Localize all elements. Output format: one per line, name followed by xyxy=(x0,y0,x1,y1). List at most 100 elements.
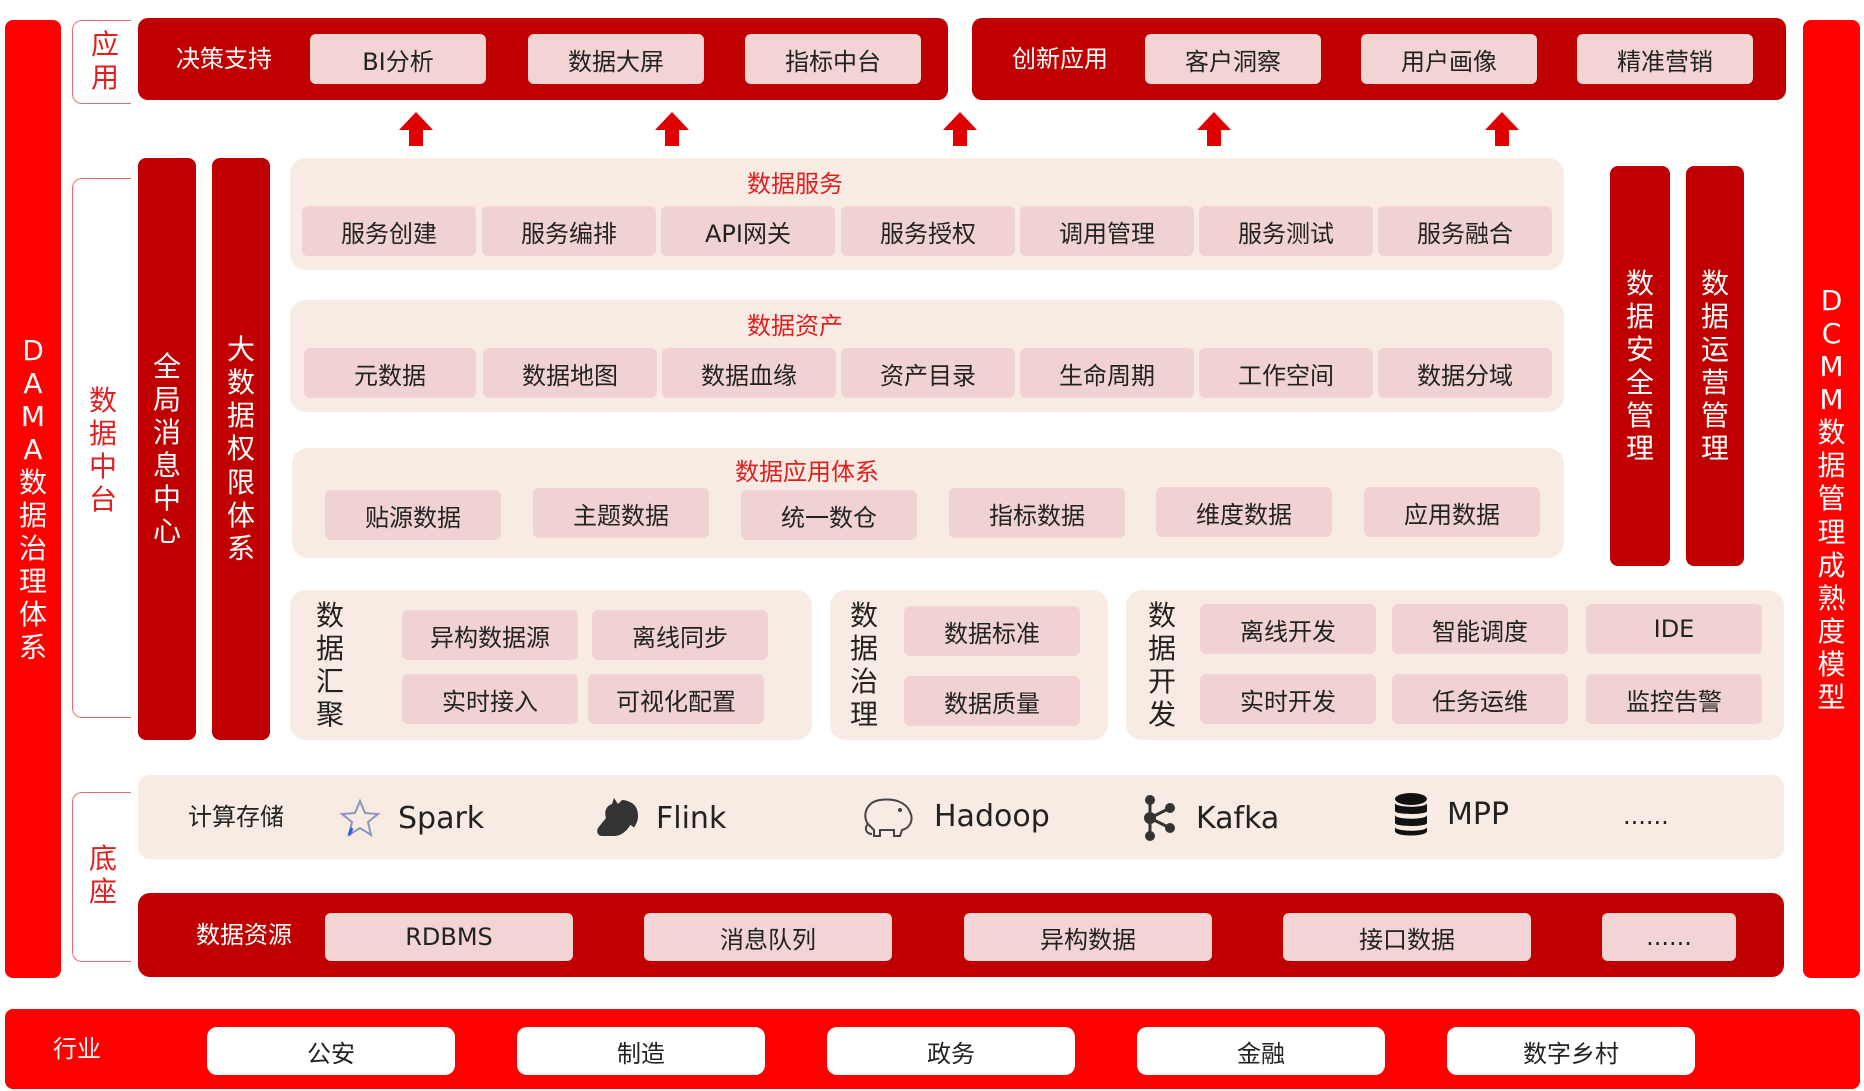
up-arrow-icon xyxy=(1197,112,1231,146)
app-side-label: 应用 xyxy=(90,27,119,94)
industry-item[interactable]: 制造 xyxy=(517,1027,765,1075)
tech-mpp: MPP xyxy=(1391,789,1509,839)
innovation-title: 创新应用 xyxy=(1012,45,1108,73)
global-message-center-pillar: 全局消息中心 xyxy=(138,158,196,740)
data-governance-title: 数据治理 xyxy=(849,598,878,732)
governance-item[interactable]: 数据标准 xyxy=(904,606,1080,656)
data-app-system-title: 数据应用体系 xyxy=(735,458,879,486)
data-security-label: 数据安全管理 xyxy=(1625,266,1654,466)
global-message-center-label: 全局消息中心 xyxy=(152,349,181,549)
asset-item[interactable]: 数据血缘 xyxy=(662,348,836,398)
aggregation-item[interactable]: 可视化配置 xyxy=(588,674,764,724)
data-security-pillar: 数据安全管理 xyxy=(1610,166,1670,566)
service-item[interactable]: 服务测试 xyxy=(1199,206,1373,256)
development-item[interactable]: IDE xyxy=(1586,604,1762,654)
service-item[interactable]: 服务创建 xyxy=(302,206,476,256)
tech-spark: Spark xyxy=(338,793,484,843)
app-item-user-profile[interactable]: 用户画像 xyxy=(1361,34,1537,84)
bigdata-permission-pillar: 大数据权限体系 xyxy=(212,158,270,740)
app-system-item[interactable]: 统一数仓 xyxy=(741,490,917,540)
resource-item[interactable]: 消息队列 xyxy=(644,913,892,961)
resource-item[interactable]: RDBMS xyxy=(325,913,573,961)
asset-item[interactable]: 生命周期 xyxy=(1020,348,1194,398)
data-resources-title: 数据资源 xyxy=(196,921,292,949)
asset-item[interactable]: 数据分域 xyxy=(1378,348,1552,398)
app-item-customer-insight[interactable]: 客户洞察 xyxy=(1145,34,1321,84)
app-item-precision-marketing[interactable]: 精准营销 xyxy=(1577,34,1753,84)
service-item[interactable]: 服务授权 xyxy=(841,206,1015,256)
aggregation-item[interactable]: 实时接入 xyxy=(402,674,578,724)
app-system-item[interactable]: 应用数据 xyxy=(1364,487,1540,537)
data-asset-panel: 数据资产 元数据 数据地图 数据血缘 资产目录 生命周期 工作空间 数据分域 xyxy=(290,300,1564,412)
industry-item[interactable]: 数字乡村 xyxy=(1447,1027,1695,1075)
spark-star-icon xyxy=(338,798,382,838)
app-bracket xyxy=(72,20,131,104)
data-operation-label: 数据运营管理 xyxy=(1700,266,1729,466)
tech-hadoop-label: Hadoop xyxy=(934,798,1050,834)
resource-item[interactable]: 异构数据 xyxy=(964,913,1212,961)
flink-squirrel-icon xyxy=(592,796,640,840)
up-arrow-icon xyxy=(399,112,433,146)
development-item[interactable]: 任务运维 xyxy=(1392,674,1568,724)
industry-item[interactable]: 金融 xyxy=(1137,1027,1385,1075)
app-system-item[interactable]: 贴源数据 xyxy=(325,490,501,540)
data-governance-panel: 数据治理 数据标准 数据质量 xyxy=(830,590,1108,740)
asset-item[interactable]: 工作空间 xyxy=(1199,348,1373,398)
asset-item[interactable]: 元数据 xyxy=(304,348,476,398)
service-item[interactable]: 服务编排 xyxy=(482,206,656,256)
decision-support-title: 决策支持 xyxy=(176,45,272,73)
up-arrow-icon xyxy=(943,112,977,146)
service-item[interactable]: API网关 xyxy=(661,206,835,256)
base-side-label: 底座 xyxy=(88,841,117,908)
development-item[interactable]: 智能调度 xyxy=(1392,604,1568,654)
app-item-metric-hub[interactable]: 指标中台 xyxy=(745,34,921,84)
data-asset-title: 数据资产 xyxy=(747,312,843,340)
decision-support-panel: 决策支持 BI分析 数据大屏 指标中台 xyxy=(138,18,948,100)
aggregation-item[interactable]: 异构数据源 xyxy=(402,610,578,660)
data-development-title: 数据开发 xyxy=(1147,598,1176,732)
industry-item[interactable]: 公安 xyxy=(207,1027,455,1075)
tech-flink: Flink xyxy=(592,793,726,843)
platform-side-label: 数据中台 xyxy=(88,383,117,517)
app-system-item[interactable]: 维度数据 xyxy=(1156,487,1332,537)
industry-item[interactable]: 政务 xyxy=(827,1027,1075,1075)
data-app-system-panel: 数据应用体系 贴源数据 主题数据 统一数仓 指标数据 维度数据 应用数据 xyxy=(292,448,1564,558)
service-item[interactable]: 调用管理 xyxy=(1020,206,1194,256)
tech-kafka: Kafka xyxy=(1136,793,1279,843)
hadoop-elephant-icon xyxy=(858,794,918,838)
resource-item[interactable]: 接口数据 xyxy=(1283,913,1531,961)
up-arrow-icon xyxy=(655,112,689,146)
industry-title: 行业 xyxy=(53,1035,101,1063)
data-service-panel: 数据服务 服务创建 服务编排 API网关 服务授权 调用管理 服务测试 服务融合 xyxy=(290,158,1564,270)
data-operation-pillar: 数据运营管理 xyxy=(1686,166,1744,566)
governance-item[interactable]: 数据质量 xyxy=(904,676,1080,726)
database-icon xyxy=(1391,791,1431,837)
development-item[interactable]: 离线开发 xyxy=(1200,604,1376,654)
kafka-nodes-icon xyxy=(1136,794,1180,842)
bigdata-permission-label: 大数据权限体系 xyxy=(226,333,255,565)
base-bracket xyxy=(72,792,131,962)
innovation-panel: 创新应用 客户洞察 用户画像 精准营销 xyxy=(972,18,1786,100)
data-aggregation-title: 数据汇聚 xyxy=(315,598,344,732)
up-arrow-icon xyxy=(1485,112,1519,146)
service-item[interactable]: 服务融合 xyxy=(1378,206,1552,256)
development-item[interactable]: 实时开发 xyxy=(1200,674,1376,724)
resource-item[interactable]: ...... xyxy=(1602,913,1736,961)
tech-hadoop: Hadoop xyxy=(858,791,1050,841)
app-item-bi[interactable]: BI分析 xyxy=(310,34,486,84)
compute-storage-title: 计算存储 xyxy=(188,803,284,831)
asset-item[interactable]: 资产目录 xyxy=(841,348,1015,398)
app-item-big-screen[interactable]: 数据大屏 xyxy=(528,34,704,84)
app-system-item[interactable]: 指标数据 xyxy=(949,488,1125,538)
data-resources-panel: 数据资源 RDBMS 消息队列 异构数据 接口数据 ...... xyxy=(138,893,1784,977)
tech-mpp-label: MPP xyxy=(1447,796,1510,832)
platform-bracket xyxy=(72,178,131,718)
aggregation-item[interactable]: 离线同步 xyxy=(592,610,768,660)
development-item[interactable]: 监控告警 xyxy=(1586,674,1762,724)
asset-item[interactable]: 数据地图 xyxy=(483,348,657,398)
app-system-item[interactable]: 主题数据 xyxy=(533,488,709,538)
